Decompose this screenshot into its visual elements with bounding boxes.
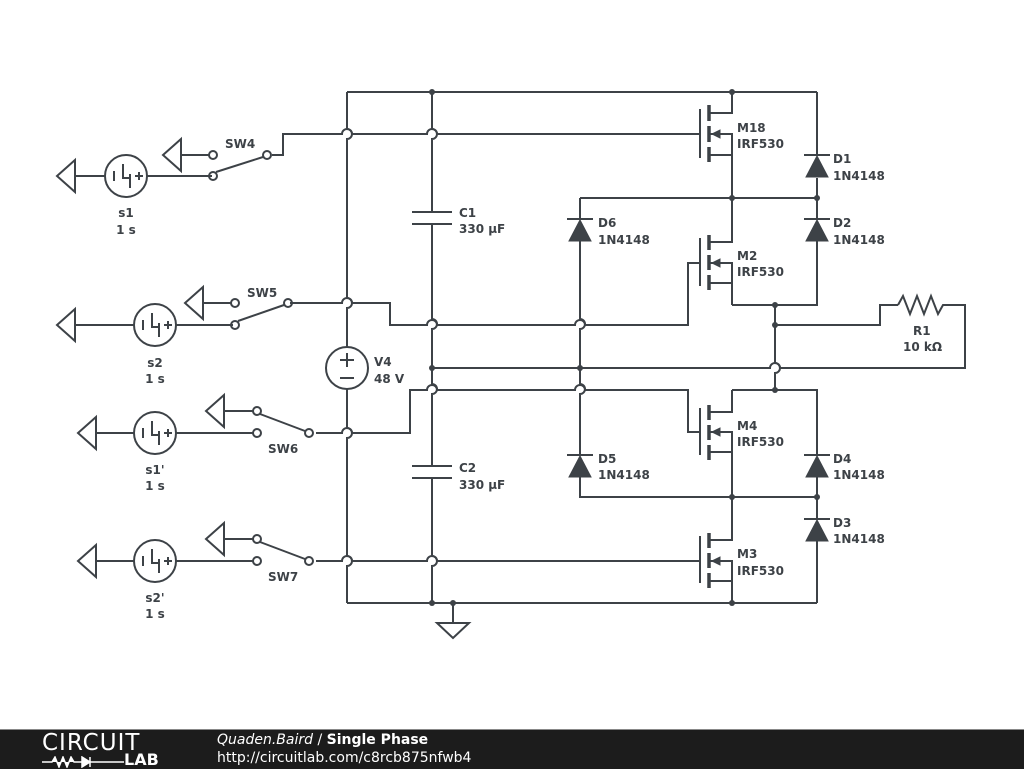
capacitor-c2[interactable] [412,465,452,479]
s2-name: s2 [147,356,163,370]
s2p-value: 1 s [145,607,165,621]
d5-value: 1N4148 [598,468,650,482]
junction-dots [429,89,820,606]
s2p-name: s2' [145,591,164,605]
sw6-name: SW6 [268,442,298,456]
d4-name: D4 [833,452,851,466]
capacitor-c1[interactable] [412,211,452,225]
square-source-s2-prime[interactable] [133,539,177,583]
r1-name: R1 [913,324,931,338]
c1-name: C1 [459,206,476,220]
d3-value: 1N4148 [833,532,885,546]
m3-value: IRF530 [737,564,784,578]
logo-text-lab: LAB [124,750,159,769]
circuit-title: Single Phase [326,732,429,748]
wire-v4-bottom [346,389,353,603]
wire-cap-col-bot [431,478,438,603]
ground-s2p [77,544,97,578]
logo-resistor-diode-icon [42,756,124,768]
wire-cap-col-mid [431,224,438,466]
v4-name: V4 [374,355,392,369]
m2-value: IRF530 [737,265,784,279]
wire-m18-gate [272,128,700,156]
square-source-s1-prime[interactable] [133,411,177,455]
ground-sw7 [205,522,225,556]
diode-d6[interactable] [567,218,593,242]
s2-value: 1 s [145,372,165,386]
diode-d1[interactable] [804,154,830,178]
diode-d4[interactable] [804,454,830,478]
diode-d5[interactable] [567,454,593,478]
ground-main [434,603,472,640]
switch-sw6[interactable] [252,406,314,438]
s1-name: s1 [118,206,134,220]
logo-text-circuit: CIRCUIT [42,730,141,756]
mosfet-m18[interactable] [699,92,733,162]
m18-value: IRF530 [737,137,784,151]
sw7-name: SW7 [268,570,298,584]
c2-name: C2 [459,461,476,475]
wire-m2-gate [290,262,700,326]
d3-name: D3 [833,516,851,530]
ground-s2 [56,308,76,342]
sw5-name: SW5 [247,286,277,300]
mosfet-m2[interactable] [699,198,733,290]
ground-sw5 [184,286,204,320]
s1p-value: 1 s [145,479,165,493]
c2-value: 330 µF [459,478,505,492]
wire-m4-gate [316,384,700,434]
switch-sw4[interactable] [208,150,272,181]
m4-name: M4 [737,419,757,433]
circuit-url[interactable]: http://circuitlab.com/c8rcb875nfwb4 [217,750,472,766]
wire-output-node [774,304,898,390]
d2-name: D2 [833,216,851,230]
s1p-name: s1' [145,463,164,477]
diode-d2[interactable] [804,218,830,242]
ground-s1 [56,159,76,193]
m3-name: M3 [737,547,757,561]
d6-name: D6 [598,216,616,230]
circuitlab-logo[interactable]: CIRCUIT LAB [42,730,174,769]
s1-value: 1 s [116,223,136,237]
m18-name: M18 [737,121,766,135]
d5-name: D5 [598,452,616,466]
m2-name: M2 [737,249,757,263]
mosfet-m3[interactable] [699,497,733,603]
d2-value: 1N4148 [833,233,885,247]
diode-d3[interactable] [804,518,830,542]
schematic-canvas: C1 330 µF C2 330 µF V4 48 V M18 IRF530 D… [56,89,966,640]
wire-cap-col-top [431,92,438,212]
c1-value: 330 µF [459,222,505,236]
m4-value: IRF530 [737,435,784,449]
ground-sw4 [162,138,182,172]
footer-info: Quaden.Baird / Single Phase http://circu… [217,731,471,767]
d1-value: 1N4148 [833,169,885,183]
sw4-name: SW4 [225,137,255,151]
v4-value: 48 V [374,372,405,386]
wire-m3-gate [316,555,700,562]
d1-name: D1 [833,152,851,166]
voltage-source-v4[interactable] [325,346,369,390]
title-separator: / [313,732,327,748]
ground-s1p [77,416,97,450]
r1-value: 10 kΩ [903,340,942,354]
resistor-r1[interactable] [897,293,946,317]
ground-sw6 [205,394,225,428]
switch-sw5[interactable] [230,298,293,330]
d6-value: 1N4148 [598,233,650,247]
footer-bar: CIRCUIT LAB Quaden.Baird / Single Phase … [0,729,1024,769]
author-link[interactable]: Quaden.Baird [217,732,314,748]
square-source-s2[interactable] [133,303,177,347]
wire-midpoint [432,304,966,369]
square-source-s1[interactable] [104,154,148,198]
switch-sw7[interactable] [252,534,314,566]
d4-value: 1N4148 [833,468,885,482]
mosfet-m4[interactable] [699,390,733,460]
